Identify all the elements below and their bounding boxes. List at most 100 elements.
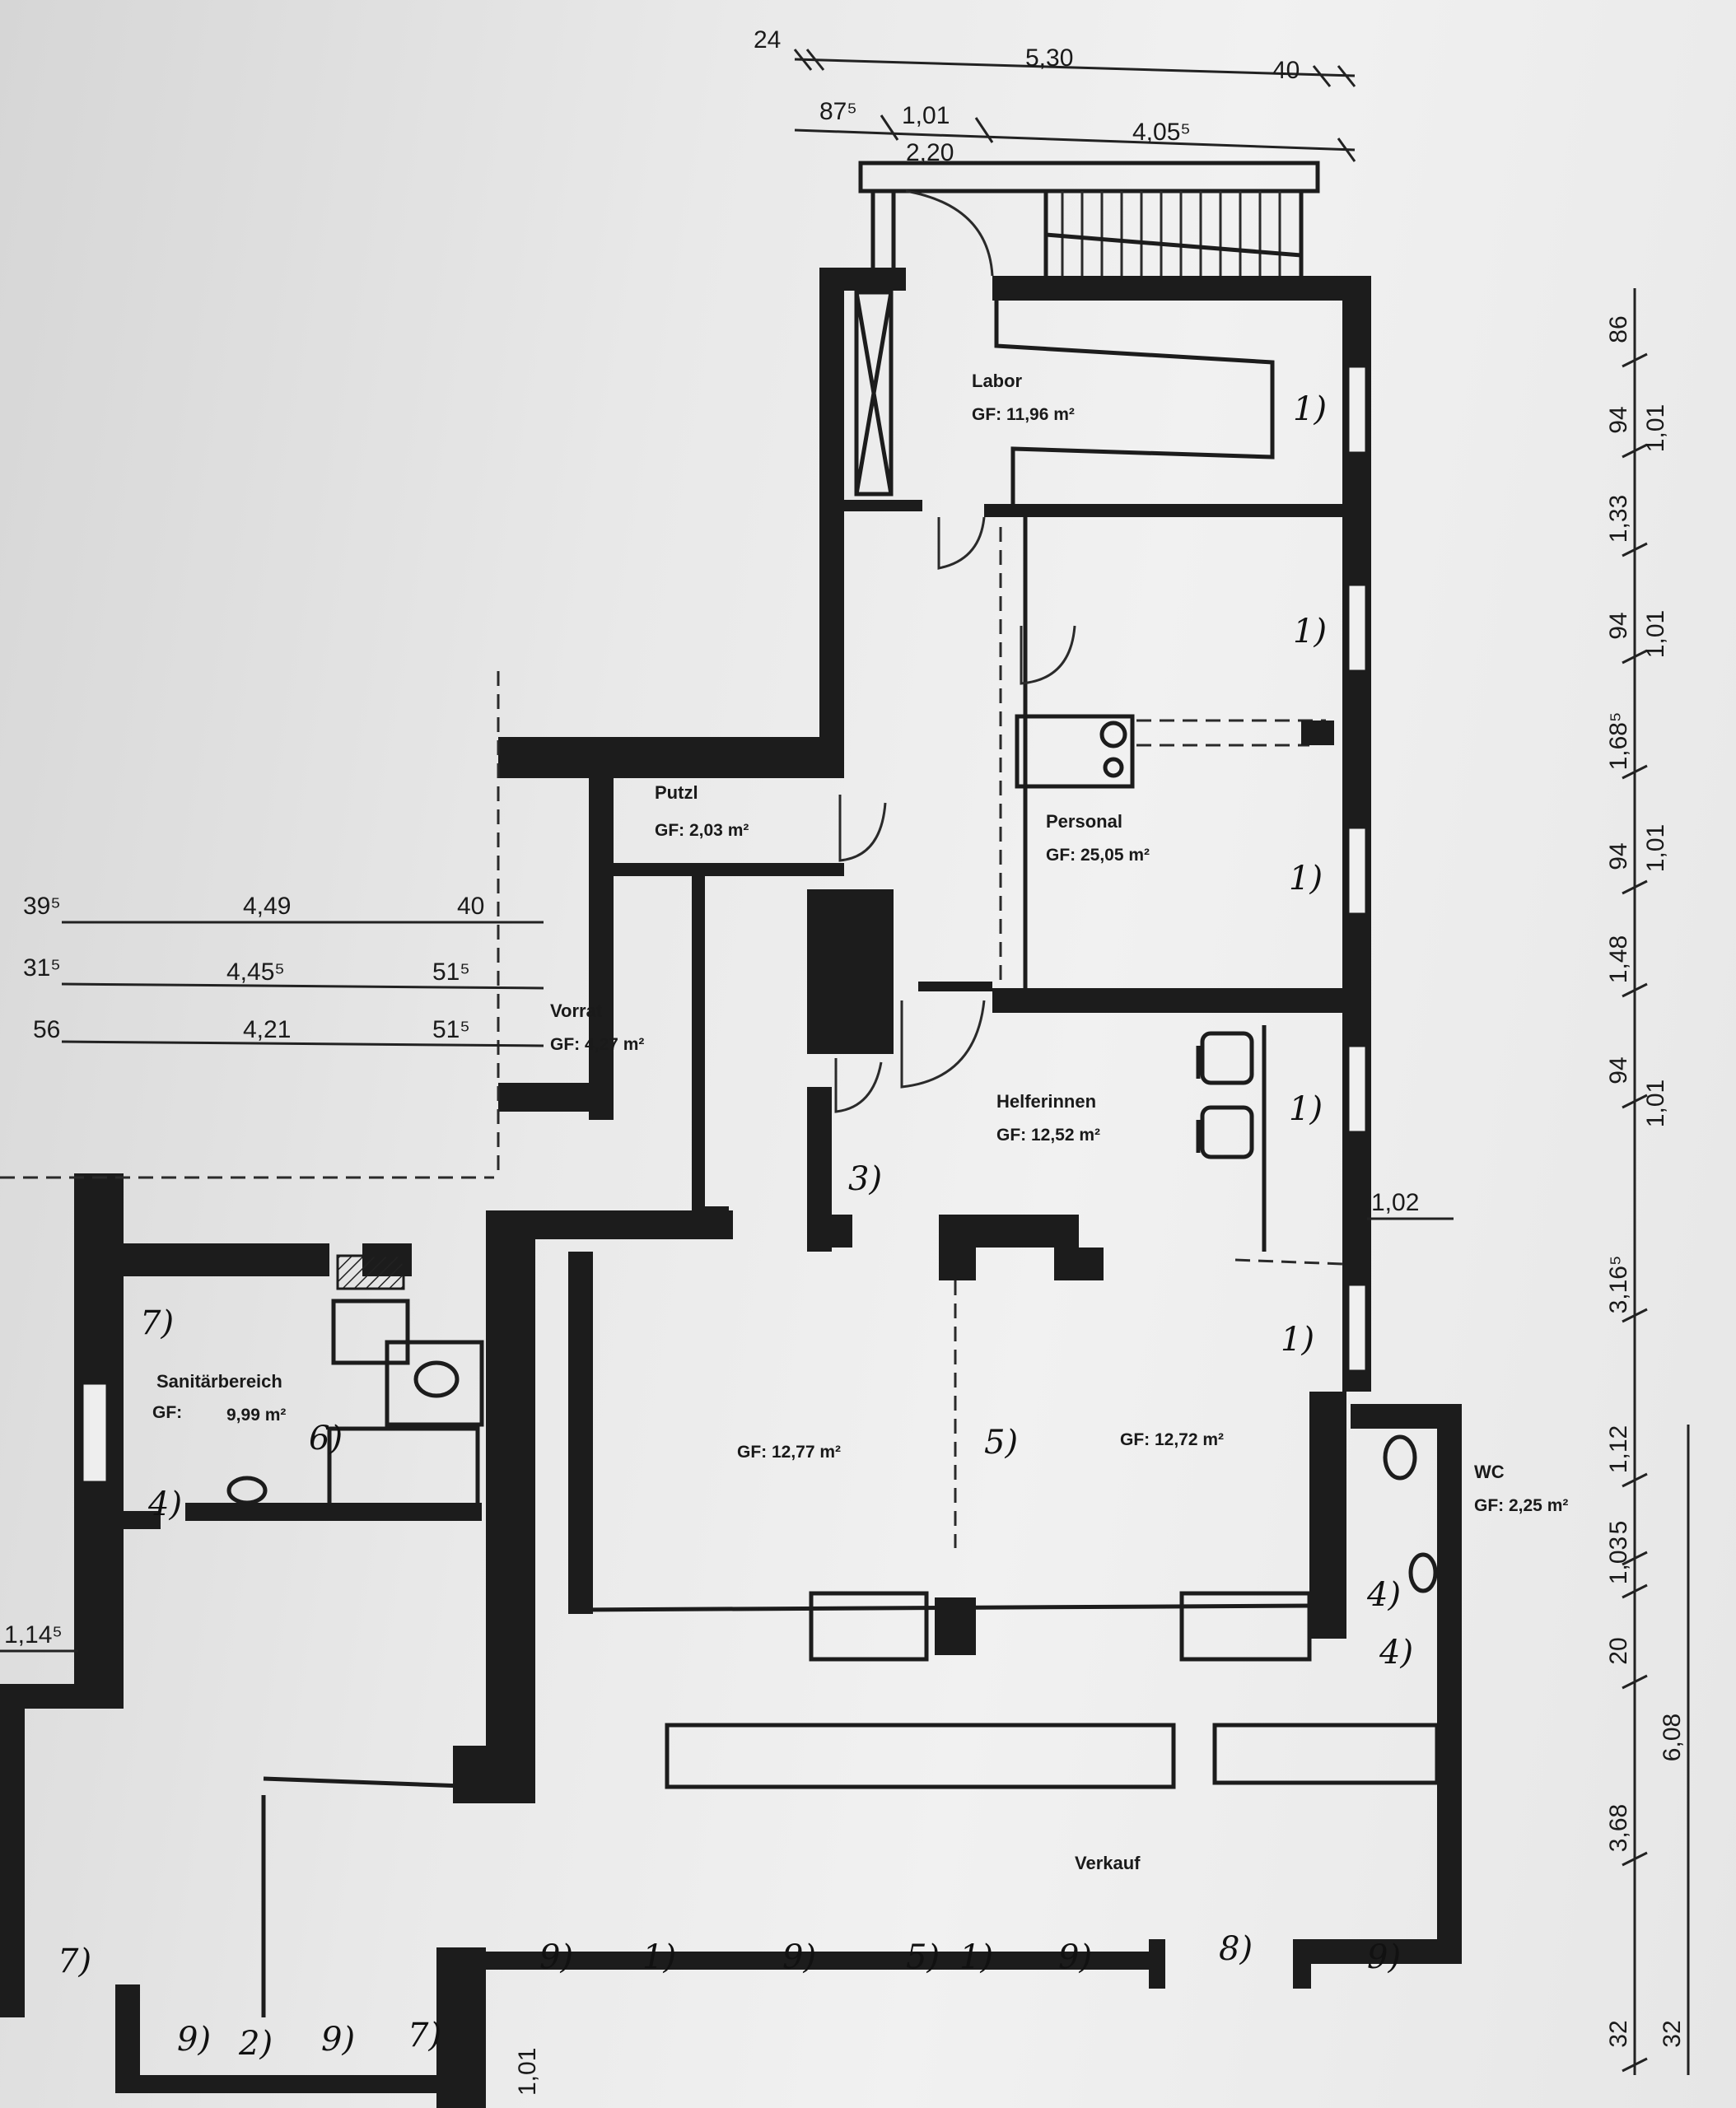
dim-right-inner: 94 [1605,1056,1632,1084]
dim-tick [1622,1583,1648,1599]
room-area-personal: GF: 25,05 m² [1046,846,1150,865]
right-dimensions-outer: 1,01 1,01 1,01 1,01 6,08 32 [1642,404,1686,2048]
room-area-left: GF: 12,77 m² [737,1443,841,1462]
room-area-labor: GF: 11,96 m² [972,405,1075,424]
dim-tick [1622,1851,1648,1867]
note-4-sanitaer: 4) [147,1485,182,1523]
note-9-f: 9) [321,2021,355,2059]
dim-right-outer: 1,01 [1642,824,1669,872]
note-1-personal-top: 1) [1293,613,1327,651]
note-2: 2) [238,2025,273,2063]
room-name-labor: Labor [972,371,1023,391]
dim-right-inner: 94 [1605,406,1632,433]
dim-left-56: 56 [33,1016,60,1043]
dim-right-inner: 3,68 [1605,1804,1632,1852]
handwritten-notes: 1) 1) 1) 1) 1) 3) 5) 7) 6) 4) 4) 4) 9) 1… [58,390,1413,2063]
dim-left-edge: 1,14⁵ [4,1621,63,1649]
note-1-helferinnen: 1) [1289,1090,1323,1128]
dim-right-inner: 32 [1605,2020,1632,2047]
dim-left-51a: 51⁵ [432,958,470,986]
note-1-bottom-b: 1) [959,1938,993,1976]
dim-bottom: 1,01 [514,2048,541,2096]
note-7-bottom-left: 7) [58,1942,91,1980]
dim-tick [1622,764,1648,780]
note-5-bottom: 5) [906,1938,940,1976]
dim-right-outer: 1,01 [1642,610,1669,658]
note-4-wc-b: 4) [1379,1634,1413,1672]
dim-right-inner: 1,33 [1605,495,1632,543]
dim-tick [1622,879,1648,895]
room-area-sanitaer: 9,99 m² [226,1406,286,1425]
dim-right-inner: 94 [1605,612,1632,639]
note-1-bottom-a: 1) [642,1938,676,1976]
room-name-sanitaer: Sanitärbereich [156,1371,282,1392]
note-5-center: 5) [984,1424,1018,1462]
walls [0,268,1462,2108]
dim-right-inner: 1,12 [1605,1425,1632,1473]
note-9-a: 9) [539,1938,573,1976]
note-7-sanitaer: 7) [140,1304,174,1342]
note-6: 6) [309,1420,343,1457]
dim-helfer-wall: 1,02 [1371,1189,1419,1216]
note-4-wc-a: 4) [1366,1576,1401,1614]
room-area-vorrat: GF: 4,27 m² [550,1035,644,1054]
thin-lines [0,288,1690,2075]
note-1-labor: 1) [1293,390,1327,428]
dim-tick [1622,982,1648,998]
note-9-d: 9) [1367,1938,1401,1976]
dim-top-1-01: 1,01 [902,102,950,129]
dim-tick [1622,1308,1648,1323]
dim-right-inner: 20 [1605,1637,1632,1664]
top-dimensions: 24 5,30 40 87⁵ 1,01 2,20 4,05⁵ [754,26,1356,166]
dim-top-24: 24 [754,26,781,54]
note-9-b: 9) [782,1938,816,1976]
room-area-helferinnen: GF: 12,52 m² [996,1126,1100,1145]
room-area-wc: GF: 2,25 m² [1474,1496,1568,1515]
dim-tick [1622,352,1648,368]
dim-left-4-21: 4,21 [243,1016,291,1043]
dim-tick [1622,1674,1648,1690]
dim-left-4-45: 4,45⁵ [226,958,285,986]
room-name-putz: Putzl [655,782,698,803]
dim-tick [1622,1472,1648,1488]
room-name-wc: WC [1474,1462,1505,1482]
dim-tick [1622,649,1648,665]
note-1-personal-bottom: 1) [1289,860,1323,898]
note-9-e: 9) [177,2021,211,2059]
dim-top-87: 87⁵ [819,98,857,125]
dim-right-inner: 1,68⁵ [1605,712,1632,771]
dim-left-39: 39⁵ [23,893,61,920]
dim-top-5-30: 5,30 [1025,44,1073,72]
room-area-sanitaer-prefix: GF: [152,1403,182,1422]
dim-right-inner: 1,48 [1605,935,1632,983]
misc-dimensions: 1,02 1,14⁵ 1,01 [0,1189,1454,2096]
dim-right-outer: 32 [1659,2020,1686,2047]
dim-tick [1622,1094,1648,1109]
dim-tick [1622,542,1648,557]
dim-top-40: 40 [1272,57,1300,84]
dim-right-inner: 1,03 [1605,1537,1632,1584]
right-dimensions: 86 94 1,33 94 1,68⁵ 94 1,48 94 3,16⁵ 1,12 5 1,03 20 3… [1605,315,1648,2073]
note-7-bottom: 7) [408,2017,441,2054]
dim-left-51b: 51⁵ [432,1016,470,1043]
room-name-personal: Personal [1046,811,1122,832]
dim-top-4-05: 4,05⁵ [1132,119,1191,146]
dim-right-outer: 1,01 [1642,404,1669,452]
dim-right-inner: 5 [1605,1521,1632,1535]
note-1-right-room: 1) [1281,1321,1314,1359]
dim-left-31: 31⁵ [23,954,61,982]
room-area-putz: GF: 2,03 m² [655,821,749,840]
dim-right-outer: 6,08 [1659,1714,1686,1761]
room-name-helferinnen: Helferinnen [996,1091,1096,1112]
dim-right-inner: 3,16⁵ [1605,1256,1632,1314]
dim-left-4-49: 4,49 [243,893,291,920]
dim-left-40: 40 [457,893,484,920]
note-9-c: 9) [1058,1938,1092,1976]
dim-tick [1622,2057,1648,2073]
dim-right-outer: 1,01 [1642,1080,1669,1127]
note-3: 3) [848,1160,882,1198]
dim-right-inner: 86 [1605,315,1632,343]
note-8: 8) [1219,1930,1253,1968]
dim-right-inner: 94 [1605,842,1632,870]
room-area-right: GF: 12,72 m² [1120,1430,1224,1449]
